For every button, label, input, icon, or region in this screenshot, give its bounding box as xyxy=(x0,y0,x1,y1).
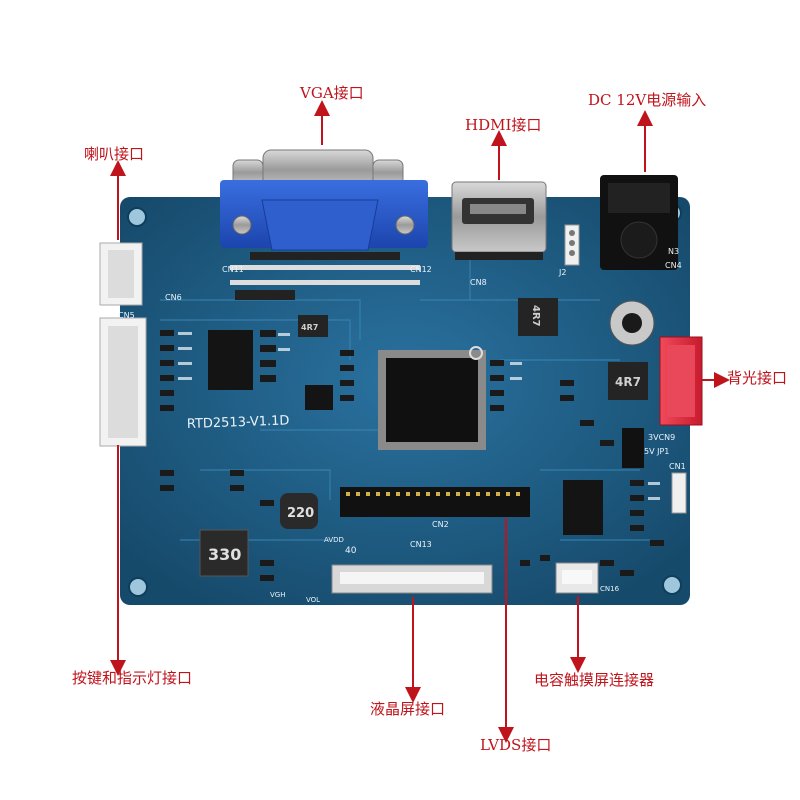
silk-vol: VOL xyxy=(306,596,320,604)
silkscreen-dots xyxy=(178,332,660,500)
silk-vgh: VGH xyxy=(270,591,285,599)
silk-cn6: CN6 xyxy=(165,293,182,302)
right-ic xyxy=(563,480,603,535)
callout-lvds: LVDS接口 xyxy=(480,736,552,754)
callout-lcd: 液晶屏接口 xyxy=(370,700,446,718)
lcd-fpc-cn13 xyxy=(331,564,493,594)
capacitor xyxy=(609,300,655,346)
inductor-4r7-top-right xyxy=(518,298,558,336)
cn1-header xyxy=(671,472,687,514)
silk-cn2: CN2 xyxy=(432,520,449,529)
marking-330: 330 xyxy=(208,545,241,564)
marking-4r7-right: 4R7 xyxy=(615,375,641,389)
main-ic-rtd2513 xyxy=(378,346,486,450)
silk-cn13: CN13 xyxy=(410,540,432,549)
callout-keypad-led: 按键和指示灯接口 xyxy=(72,669,193,687)
lvds-header-cn2 xyxy=(340,487,530,517)
marking-4r7-top-right: 4R7 xyxy=(530,305,541,327)
silk-cn3: N3 xyxy=(668,247,679,256)
silk-j2: J2 xyxy=(558,268,566,277)
silk-jp1: 5V JP1 xyxy=(644,447,669,456)
hdmi-connector xyxy=(451,181,547,260)
silk-cn1: CN1 xyxy=(669,462,686,471)
callout-vga: VGA接口 xyxy=(300,84,364,102)
left-ic xyxy=(208,330,253,390)
speaker-connector-cn6 xyxy=(99,242,143,306)
marking-4r7-top-left: 4R7 xyxy=(301,323,318,332)
silk-avdd: AVDD xyxy=(324,536,344,544)
j2-header xyxy=(564,224,580,266)
callout-hdmi: HDMI接口 xyxy=(465,116,542,134)
silk-cn5: CN5 xyxy=(118,311,135,320)
silk-cn11: CN11 xyxy=(222,265,244,274)
jumper-headers xyxy=(622,428,644,468)
inductor-220 xyxy=(280,493,318,529)
callout-backlight: 背光接口 xyxy=(727,369,788,387)
silk-40: 40 xyxy=(345,546,357,556)
silk-cn4: CN4 xyxy=(665,261,682,270)
model-label: RTD2513-V1.1D xyxy=(187,413,290,432)
touch-connector-cn16 xyxy=(555,562,599,594)
inductor-4r7-top-left xyxy=(298,315,328,337)
smd-components xyxy=(160,290,664,581)
marking-220: 220 xyxy=(287,506,314,521)
inductor-330 xyxy=(199,529,249,577)
small-ic xyxy=(305,385,333,410)
vga-connector xyxy=(220,149,428,260)
keypad-connector-cn5 xyxy=(99,317,147,447)
callout-touch: 电容触摸屏连接器 xyxy=(534,671,655,689)
backlight-connector xyxy=(659,336,703,426)
inductor-4r7-right xyxy=(608,362,648,400)
dc-jack xyxy=(600,175,678,270)
callout-dc-power: DC 12V电源输入 xyxy=(588,91,707,109)
silk-cn16: CN16 xyxy=(600,585,620,593)
pin-strip xyxy=(230,265,420,285)
silk-cn12: CN12 xyxy=(410,265,432,274)
callout-speaker: 喇叭接口 xyxy=(84,145,145,163)
silk-cn9: 3VCN9 xyxy=(648,433,675,442)
silk-cn8: CN8 xyxy=(470,278,487,287)
